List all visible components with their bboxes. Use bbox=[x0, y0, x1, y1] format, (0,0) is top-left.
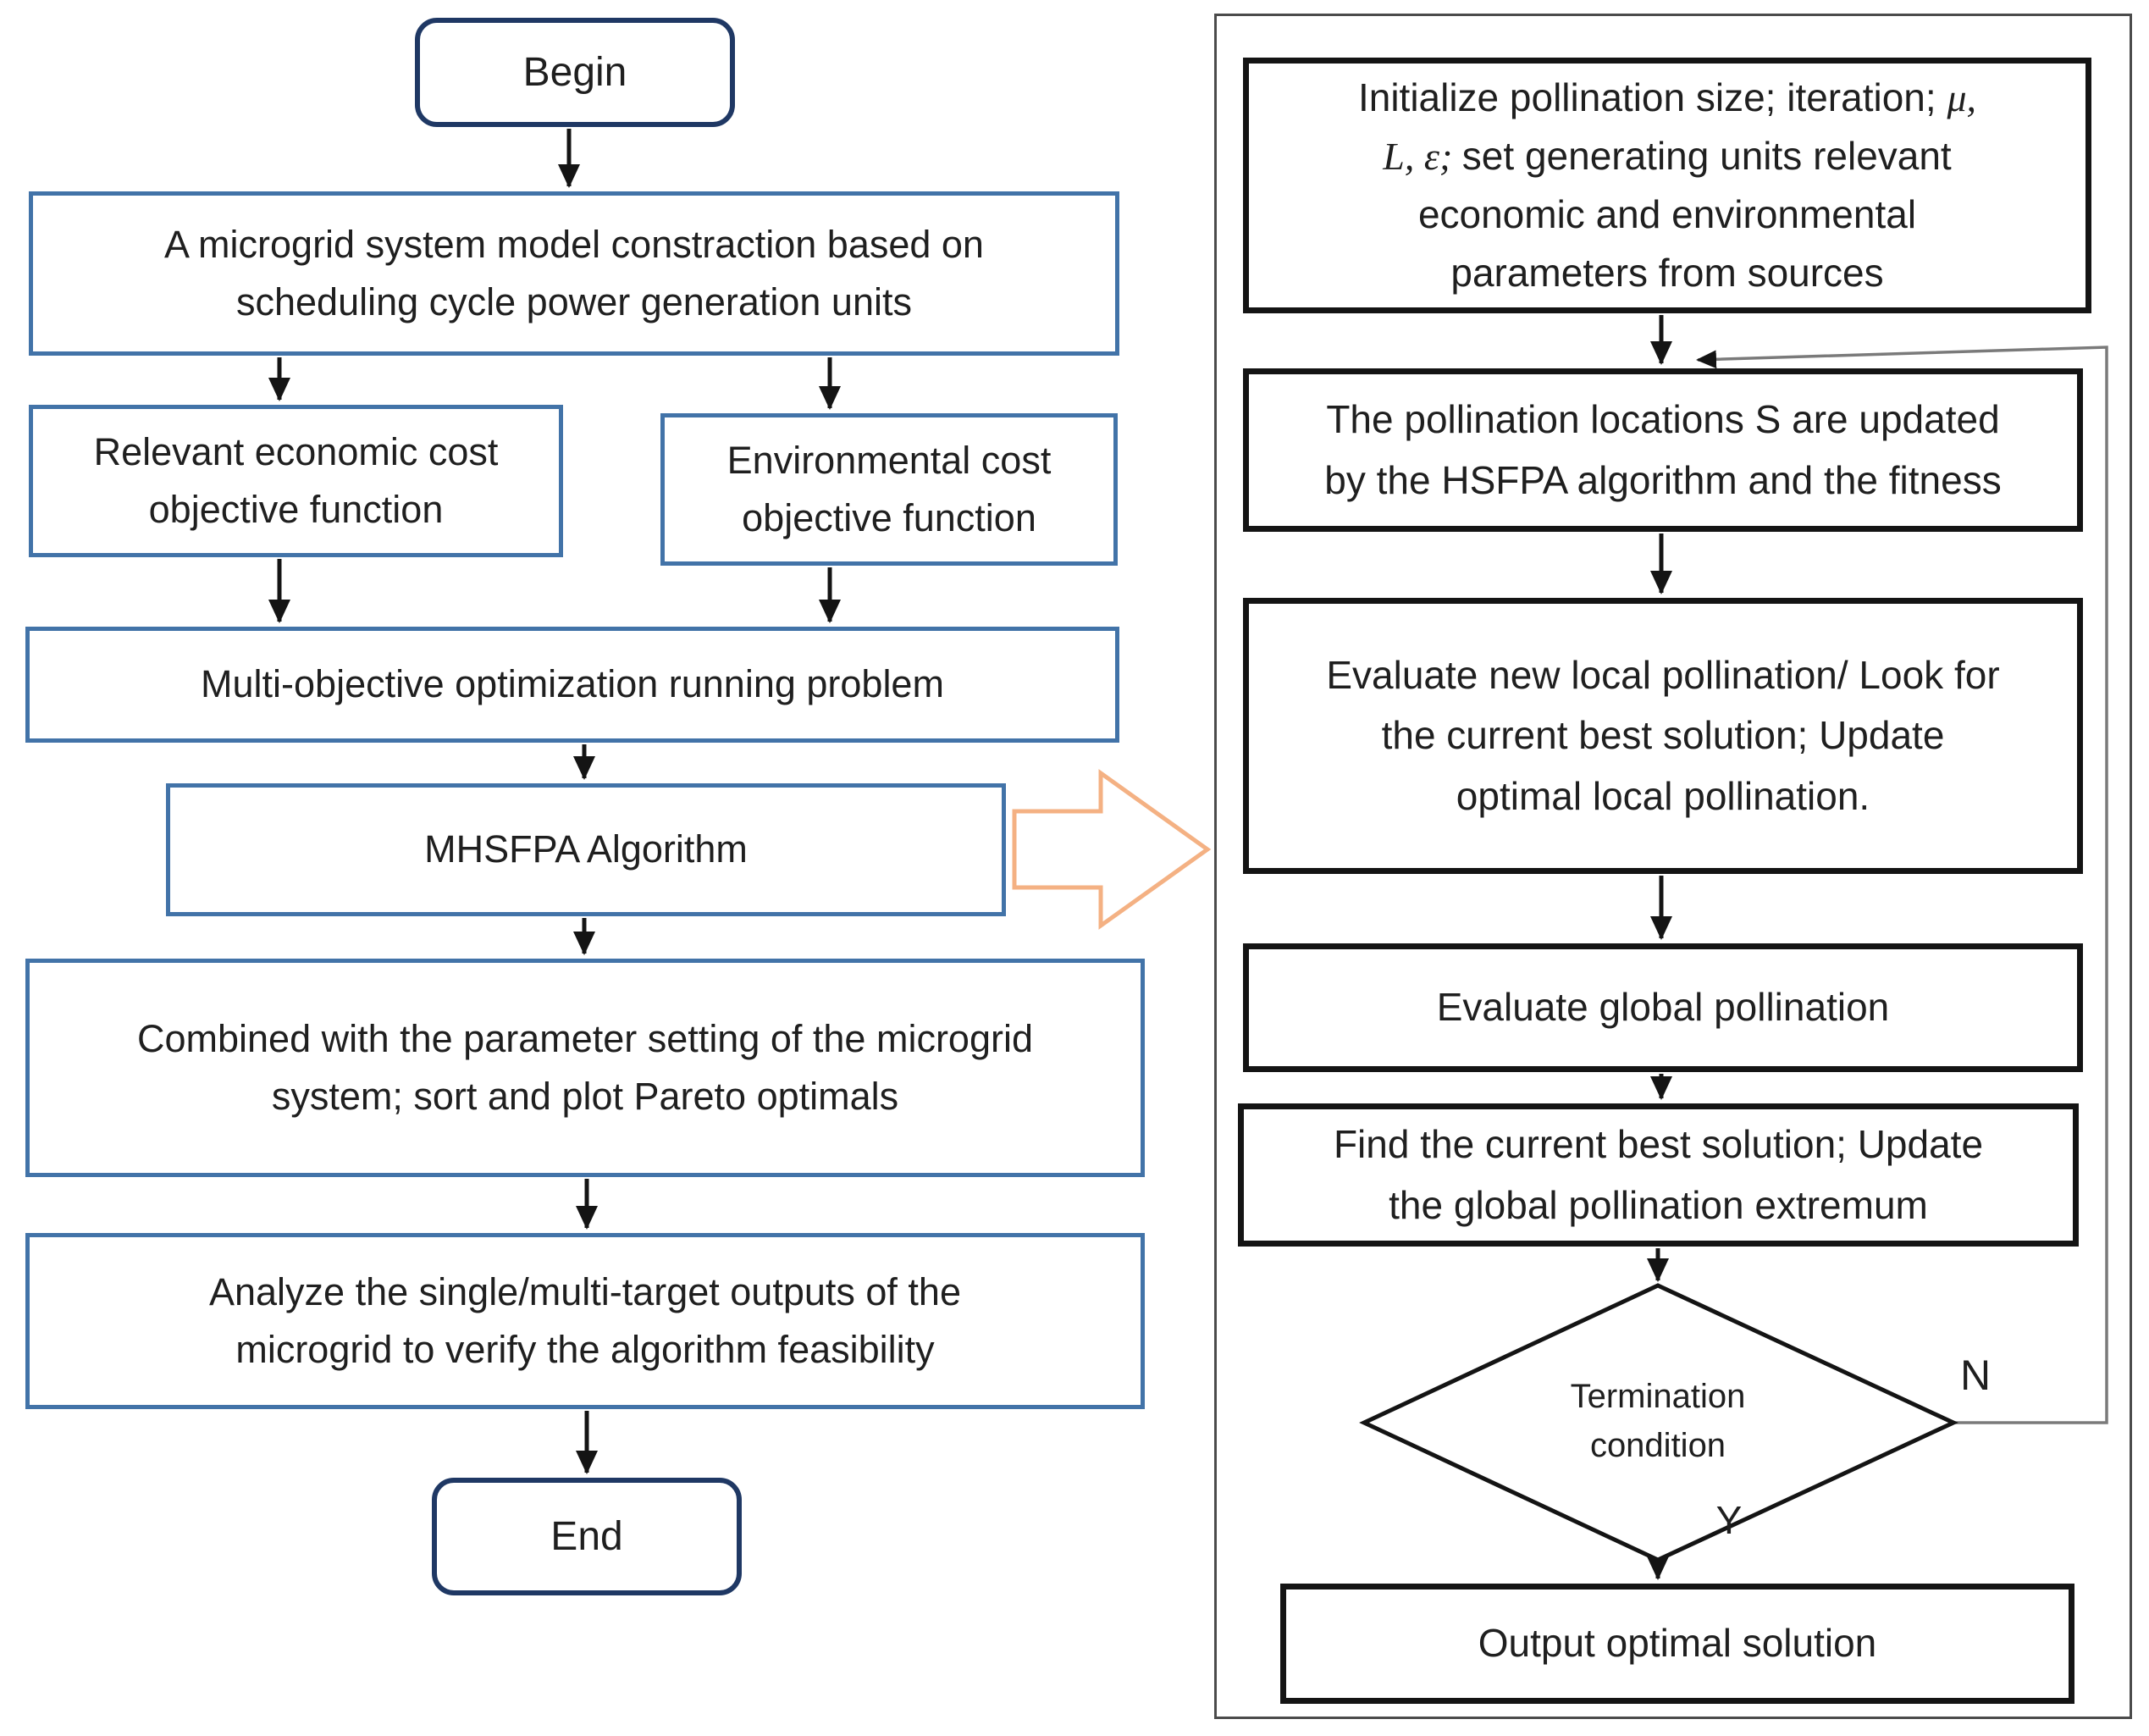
analyze-outputs-line: microgrid to verify the algorithm feasib… bbox=[235, 1328, 935, 1371]
model-construction-line: A microgrid system model constraction ba… bbox=[164, 222, 984, 266]
evaluate-local-box: Evaluate new local pollination/ Look for… bbox=[1243, 598, 2083, 874]
initialize-line: parameters from sources bbox=[1450, 251, 1884, 295]
update-locations-line: by the HSFPA algorithm and the fitness bbox=[1324, 457, 2002, 502]
initialize-line: L, ε; set generating units relevant bbox=[1383, 127, 1951, 185]
environmental-objective-box: Environmental cost objective function bbox=[660, 413, 1118, 566]
termination-line: condition bbox=[1589, 1427, 1726, 1464]
mhsfpa-algorithm-line: MHSFPA Algorithm bbox=[424, 827, 748, 871]
output-box: Output optimal solution bbox=[1280, 1584, 2074, 1704]
update-locations-line: The pollination locations S are updated bbox=[1326, 397, 2000, 442]
initialize-text: Initialize pollination size; iteration; bbox=[1357, 75, 1947, 119]
feedback-loop-line bbox=[1696, 346, 2108, 1424]
evaluate-local-line: optimal local pollination. bbox=[1456, 773, 1870, 818]
multi-objective-box: Multi-objective optimization running pro… bbox=[25, 627, 1119, 743]
update-locations-box: The pollination locations S are updated … bbox=[1243, 368, 2083, 532]
initialize-line: Initialize pollination size; iteration; … bbox=[1358, 69, 1976, 127]
initialize-text: set generating units relevant bbox=[1461, 134, 1952, 178]
begin-node: Begin bbox=[415, 18, 735, 127]
initialize-box: Initialize pollination size; iteration; … bbox=[1243, 58, 2091, 313]
environmental-objective-line: Environmental cost bbox=[726, 438, 1052, 482]
find-best-line: the global pollination extremum bbox=[1389, 1182, 1928, 1227]
environmental-objective-line: objective function bbox=[742, 496, 1036, 539]
branch-label-no: N bbox=[1959, 1352, 1992, 1399]
model-construction-line: scheduling cycle power generation units bbox=[236, 280, 912, 323]
expand-arrow-icon bbox=[1012, 769, 1212, 930]
termination-line: Termination bbox=[1570, 1378, 1746, 1415]
combined-parameter-box: Combined with the parameter setting of t… bbox=[25, 959, 1145, 1177]
economic-objective-line: objective function bbox=[148, 488, 444, 531]
combined-parameter-line: Combined with the parameter setting of t… bbox=[136, 1016, 1033, 1060]
find-best-line: Find the current best solution; Update bbox=[1333, 1122, 1984, 1167]
mhsfpa-algorithm-box: MHSFPA Algorithm bbox=[166, 783, 1006, 916]
find-best-box: Find the current best solution; Update t… bbox=[1238, 1103, 2079, 1247]
economic-objective-box: Relevant economic cost objective functio… bbox=[29, 405, 563, 557]
termination-diamond-shape bbox=[1359, 1283, 1958, 1562]
end-label: End bbox=[550, 1514, 623, 1559]
initialize-line: economic and environmental bbox=[1417, 192, 1917, 236]
combined-parameter-line: system; sort and plot Pareto optimals bbox=[271, 1075, 899, 1118]
branch-label-yes: Y bbox=[1715, 1498, 1743, 1542]
analyze-outputs-line: Analyze the single/multi-target outputs … bbox=[208, 1269, 961, 1313]
output-line: Output optimal solution bbox=[1478, 1621, 1877, 1666]
economic-objective-line: Relevant economic cost bbox=[93, 429, 499, 473]
termination-diamond: Termination condition bbox=[1489, 1372, 1827, 1470]
evaluate-global-line: Evaluate global pollination bbox=[1436, 985, 1890, 1030]
mu-symbol: μ, bbox=[1947, 76, 1977, 119]
analyze-outputs-box: Analyze the single/multi-target outputs … bbox=[25, 1233, 1145, 1409]
end-node: End bbox=[432, 1478, 742, 1595]
evaluate-global-box: Evaluate global pollination bbox=[1243, 943, 2083, 1072]
l-epsilon-symbols: L, ε; bbox=[1383, 135, 1462, 178]
model-construction-box: A microgrid system model constraction ba… bbox=[29, 191, 1119, 356]
evaluate-local-line: Evaluate new local pollination/ Look for bbox=[1326, 653, 2000, 698]
evaluate-local-line: the current best solution; Update bbox=[1381, 713, 1945, 758]
multi-objective-line: Multi-objective optimization running pro… bbox=[201, 662, 944, 706]
begin-label: Begin bbox=[522, 50, 627, 95]
